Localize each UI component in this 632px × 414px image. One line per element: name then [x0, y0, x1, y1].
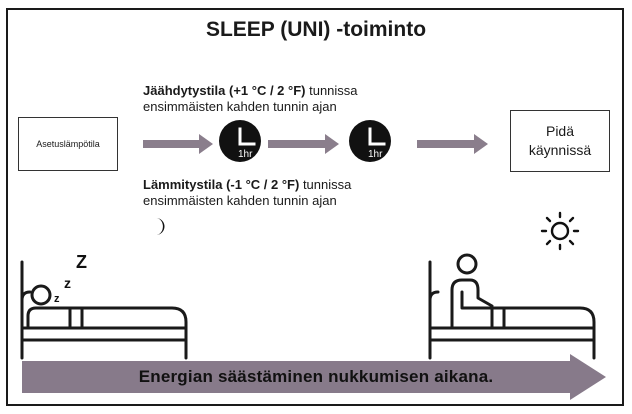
sleep-z-small: z [54, 293, 60, 305]
setpoint-label: Asetuslämpötila [36, 139, 100, 149]
flow-arrow-2 [268, 134, 339, 154]
cooling-suffix: tunnissa [305, 83, 358, 98]
cooling-caption: Jäähdytystila (+1 °C / 2 °F) tunnissa en… [143, 83, 358, 115]
flow-arrow-1 [143, 134, 213, 154]
sleeping-person-icon [20, 260, 188, 360]
heating-caption: Lämmitystila (-1 °C / 2 °F) tunnissa ens… [143, 177, 351, 209]
keep-running-label: Pidä käynnissä [528, 123, 592, 158]
diagram-title: SLEEP (UNI) -toiminto [205, 18, 427, 41]
heating-line2: ensimmäisten kahden tunnin ajan [143, 193, 337, 208]
keep-running-box: Pidä käynnissä [510, 110, 610, 172]
cooling-line2: ensimmäisten kahden tunnin ajan [143, 99, 337, 114]
setpoint-box: Asetuslämpötila [18, 117, 118, 171]
energy-saving-banner-arrow [22, 354, 606, 400]
awake-person-icon [428, 253, 596, 360]
flow-arrow-3 [417, 134, 488, 154]
cooling-mode-label: Jäähdytystila (+1 °C / 2 °F) [143, 83, 306, 98]
sun-icon [540, 211, 580, 251]
clock-icon: 1hr [349, 120, 391, 162]
energy-saving-banner-label: Energian säästäminen nukkumisen aikana. [138, 367, 494, 386]
clock-icon: 1hr [219, 120, 261, 162]
sleep-z-medium: z [64, 275, 71, 291]
clock-label: 1hr [368, 149, 383, 160]
moon-icon [156, 218, 165, 235]
heating-mode-label: Lämmitystila (-1 °C / 2 °F) [143, 177, 300, 192]
sleep-z-large: Z [76, 252, 87, 272]
heating-suffix: tunnissa [299, 177, 352, 192]
clock-label: 1hr [238, 149, 253, 160]
